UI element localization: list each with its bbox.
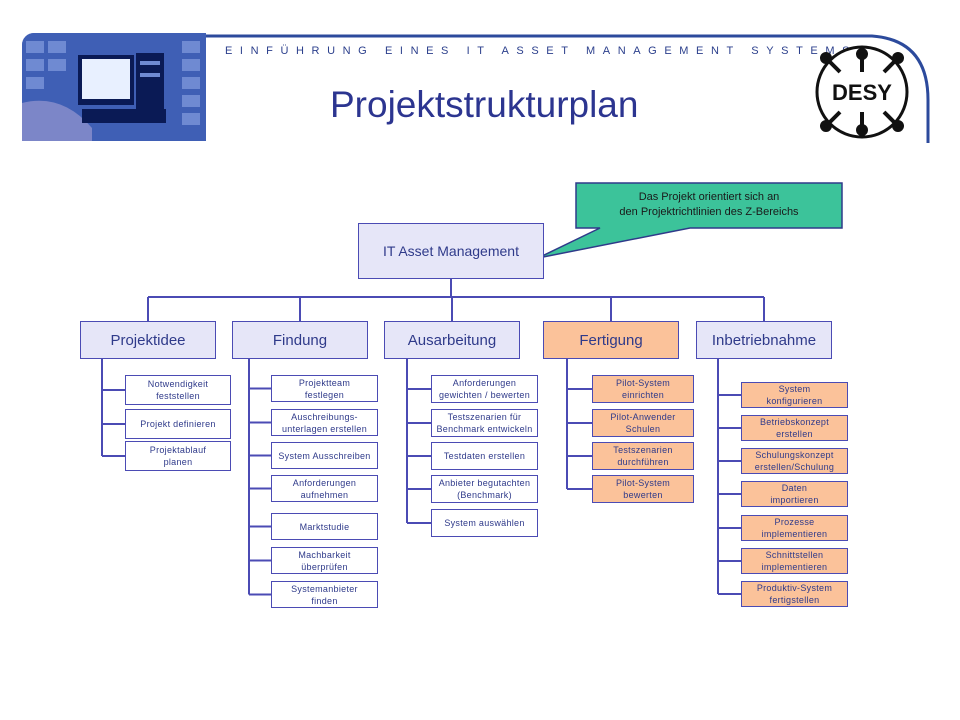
task-box: Machbarkeit überprüfen bbox=[271, 547, 378, 574]
task-box: Prozesse implementieren bbox=[741, 515, 848, 541]
callout-text: Das Projekt orientiert sich an den Proje… bbox=[619, 191, 799, 218]
task-box: System auswählen bbox=[431, 509, 538, 537]
task-box: Daten importieren bbox=[741, 481, 848, 507]
computer-keyboard-image bbox=[22, 33, 206, 141]
task-box: Schulungskonzept erstellen/Schulung bbox=[741, 448, 848, 474]
task-box: Pilot-System bewerten bbox=[592, 475, 694, 503]
phase-box: Projektidee bbox=[80, 321, 216, 359]
phase-box: Findung bbox=[232, 321, 368, 359]
task-box: Projektablauf planen bbox=[125, 441, 231, 471]
page-title: Projektstrukturplan bbox=[330, 84, 639, 125]
task-box: Projekt definieren bbox=[125, 409, 231, 439]
task-box: Anforderungen aufnehmen bbox=[271, 475, 378, 502]
task-box: Projektteam festlegen bbox=[271, 375, 378, 402]
task-box: Schnittstellen implementieren bbox=[741, 548, 848, 574]
task-box: Auschreibungs- unterlagen erstellen bbox=[271, 409, 378, 436]
task-box: Anbieter begutachten (Benchmark) bbox=[431, 475, 538, 503]
task-box: Testdaten erstellen bbox=[431, 442, 538, 470]
task-box: Betriebskonzept erstellen bbox=[741, 415, 848, 441]
task-box: Testszenarien für Benchmark entwickeln bbox=[431, 409, 538, 437]
task-box: Notwendigkeit feststellen bbox=[125, 375, 231, 405]
phase-box: Ausarbeitung bbox=[384, 321, 520, 359]
task-box: System Ausschreiben bbox=[271, 442, 378, 469]
root-node: IT Asset Management bbox=[358, 223, 544, 279]
header-photo bbox=[22, 33, 206, 141]
callout-box bbox=[537, 182, 843, 259]
logo-text: DESY bbox=[832, 80, 892, 105]
task-box: System konfigurieren bbox=[741, 382, 848, 408]
task-box: Marktstudie bbox=[271, 513, 378, 540]
task-box: Produktiv-System fertigstellen bbox=[741, 581, 848, 607]
header-subtitle: EINFÜHRUNG EINES IT ASSET MANAGEMENT SYS… bbox=[225, 45, 858, 57]
task-box: Systemanbieter finden bbox=[271, 581, 378, 608]
phase-box: Fertigung bbox=[543, 321, 679, 359]
task-box: Pilot-System einrichten bbox=[592, 375, 694, 403]
task-box: Anforderungen gewichten / bewerten bbox=[431, 375, 538, 403]
phase-box: Inbetriebnahme bbox=[696, 321, 832, 359]
task-box: Testszenarien durchführen bbox=[592, 442, 694, 470]
task-box: Pilot-Anwender Schulen bbox=[592, 409, 694, 437]
